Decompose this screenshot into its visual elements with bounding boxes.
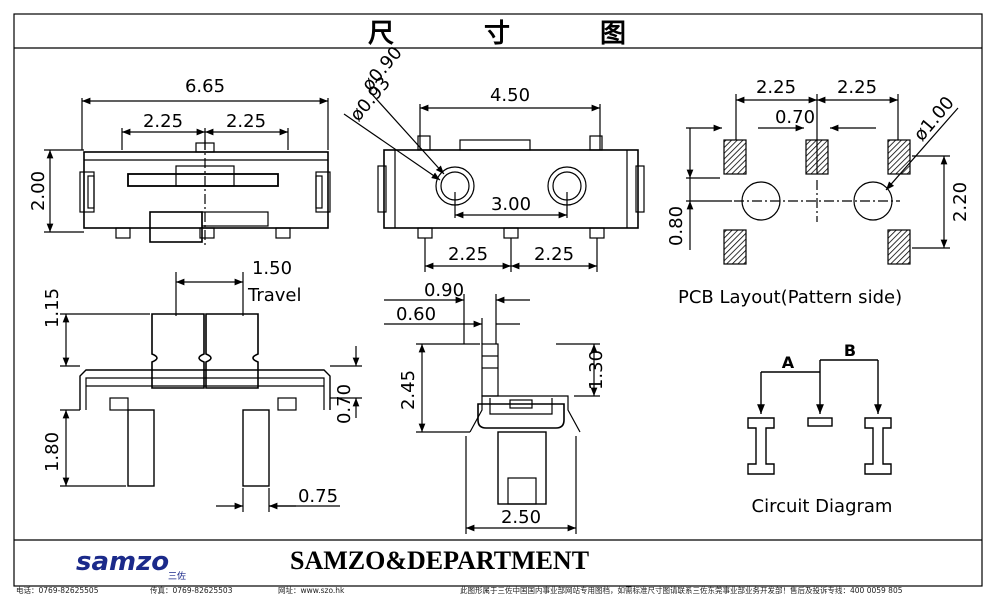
terminal-b-label: B	[844, 341, 856, 360]
company-name: SAMZO&DEPARTMENT	[290, 546, 590, 575]
dim-left-pitch: 2.25	[143, 111, 183, 132]
terminal-a-label: A	[782, 353, 795, 372]
dim-top-height: 1.15	[42, 288, 63, 328]
logo-wordmark: samzo	[76, 547, 169, 577]
title-char: 尺	[367, 18, 396, 49]
top-view	[44, 97, 331, 246]
dim-hole-spacing: 3.00	[491, 194, 531, 215]
end-view	[384, 294, 600, 534]
pcb-caption: PCB Layout(Pattern side)	[678, 287, 902, 308]
footer-notice: 此图形属于三佐中国国内事业部网站专用图档，如需标准尺寸图请联系三佐东莞事业部业务…	[460, 586, 903, 595]
dim-travel: 1.50	[252, 258, 292, 279]
dim-body-height-side: 0.70	[334, 384, 355, 424]
circuit-caption: Circuit Diagram	[752, 496, 893, 517]
circuit-diagram	[747, 359, 892, 475]
dim-end-height-left: 2.45	[398, 370, 419, 410]
dim-pcb-dia: ø1.00	[910, 93, 959, 146]
outer-frame	[13, 13, 983, 587]
footer-website: 网址：www.szo.hk	[278, 586, 345, 595]
dim-overall-width: 6.65	[185, 76, 225, 97]
dim-pcb-right-height: 2.20	[950, 182, 971, 222]
dim-end-a: 0.90	[424, 280, 464, 301]
dim-end-height-right: 1.30	[586, 350, 607, 390]
dim-pin-right: 2.25	[534, 244, 574, 265]
footer-fax: 传真：0769-82625503	[150, 586, 233, 595]
dim-pin-left: 2.25	[448, 244, 488, 265]
dim-body-height: 2.00	[28, 171, 49, 211]
travel-label: Travel	[247, 285, 302, 306]
pcb-layout	[686, 94, 959, 265]
footer-phone: 电话：0769-82625505	[16, 586, 99, 595]
dim-pcb-right: 2.25	[837, 77, 877, 98]
dim-end-b: 0.60	[396, 304, 436, 325]
dim-pcb-middle: 0.70	[775, 107, 815, 128]
dim-front-width: 4.50	[490, 85, 530, 106]
dim-pin-width: 0.75	[298, 486, 338, 507]
drawing-title: 尺 寸 图	[14, 14, 982, 49]
title-char: 寸	[483, 18, 512, 49]
dim-right-pitch: 2.25	[226, 111, 266, 132]
samzo-logo: samzo 三佐	[76, 547, 186, 580]
dim-pin-height: 1.80	[42, 432, 63, 472]
dim-end-width: 2.50	[501, 507, 541, 528]
logo-subtext: 三佐	[168, 570, 186, 580]
dim-pcb-left: 2.25	[756, 77, 796, 98]
footer-bar: 电话：0769-82625505 传真：0769-82625503 网址：www…	[10, 584, 995, 598]
dim-pcb-left-height: 0.80	[666, 206, 687, 246]
side-view	[60, 272, 362, 512]
title-char: 图	[600, 18, 629, 49]
front-view	[343, 91, 645, 272]
